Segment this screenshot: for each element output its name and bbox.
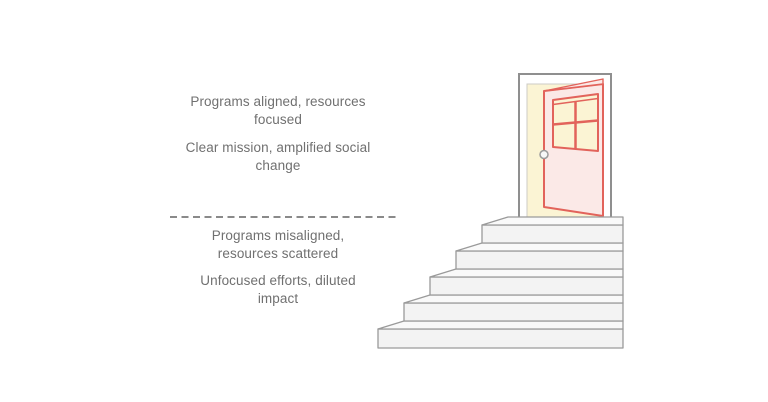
door-knob-icon <box>539 149 549 160</box>
step-3-riser <box>429 276 624 296</box>
step-2-tread <box>403 294 624 304</box>
label-line: Unfocused efforts, diluted <box>200 273 356 288</box>
label-line: Clear mission, amplified social <box>185 140 371 155</box>
label-line: focused <box>254 112 302 127</box>
open-door-icon <box>518 73 612 223</box>
label-misaligned-outcome: Unfocused efforts, diluted impact <box>146 272 410 308</box>
step-4-tread <box>455 242 624 252</box>
step-2-riser <box>403 302 624 322</box>
step-3-tread <box>429 268 624 278</box>
door-top-edge <box>543 78 604 92</box>
label-misaligned: Programs misaligned, resources scattered <box>146 227 410 263</box>
label-line: resources scattered <box>217 246 339 261</box>
label-aligned: Programs aligned, resources focused <box>146 93 410 129</box>
staircase <box>377 216 624 349</box>
step-1-riser <box>377 328 624 349</box>
label-aligned-outcome: Clear mission, amplified social change <box>146 139 410 175</box>
label-line: change <box>255 158 301 173</box>
step-5-tread <box>481 216 624 226</box>
window-mullion-horizontal <box>552 119 599 126</box>
label-line: Programs aligned, resources <box>190 94 366 109</box>
label-line: impact <box>257 291 299 306</box>
step-4-riser <box>455 250 624 270</box>
label-line: Programs misaligned, <box>211 228 345 243</box>
step-5-riser <box>481 224 624 244</box>
step-1-tread <box>377 320 624 330</box>
